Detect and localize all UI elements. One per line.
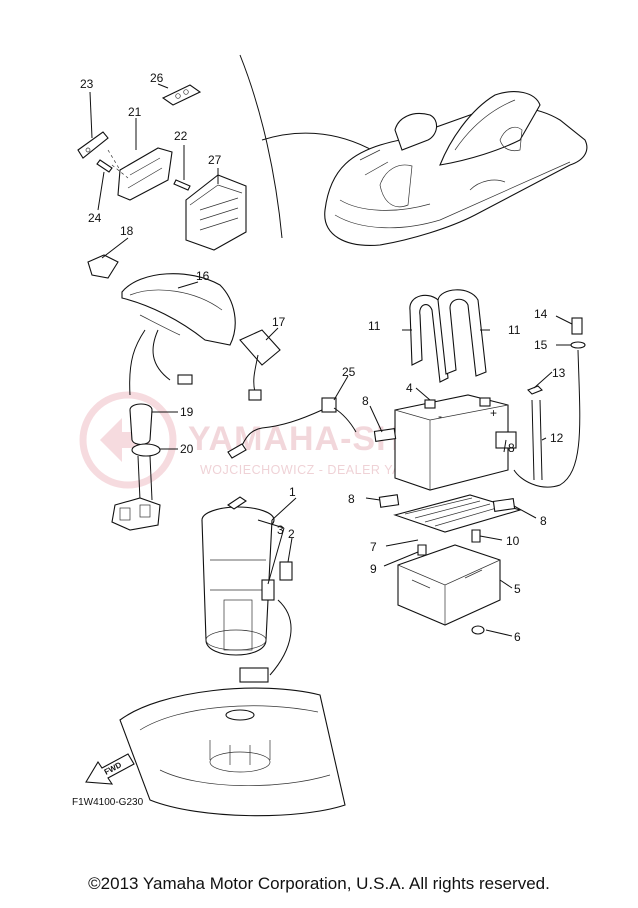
battery-plus: +	[490, 406, 497, 420]
part-21-bracket	[117, 147, 173, 201]
callout-11a: 11	[368, 319, 381, 333]
part-16-meter	[121, 273, 236, 346]
sensor-25	[227, 397, 357, 459]
callout-25: 25	[342, 365, 356, 379]
callout-7: 7	[370, 540, 377, 554]
part-10-bolt	[471, 529, 481, 543]
callout-8b: 8	[348, 492, 355, 506]
part-11-strap-b	[437, 289, 487, 377]
watermark-dealer: WOJCIECHOWICZ - DEALER YAMAHA	[200, 463, 439, 477]
callout-16: 16	[196, 269, 210, 283]
callout-10: 10	[506, 534, 520, 548]
meter-assembly	[87, 254, 281, 401]
callout-20: 20	[180, 442, 194, 456]
callout-8c: 8	[508, 441, 515, 455]
part-23-plate	[77, 131, 109, 159]
part-9-bolt	[417, 544, 427, 556]
part-11-strap-a	[409, 294, 449, 383]
part-20	[131, 443, 161, 457]
jetski-illustration	[324, 91, 588, 246]
part-18	[87, 254, 119, 279]
fwd-arrow: FWD	[85, 753, 135, 785]
battery-assembly	[373, 289, 586, 635]
callout-21: 21	[128, 105, 142, 119]
callout-8a: 8	[362, 394, 369, 408]
part-15	[570, 341, 586, 349]
part-4-battery	[394, 394, 509, 491]
copyright-footer: ©2013 Yamaha Motor Corporation, U.S.A. A…	[88, 874, 550, 893]
bracket-parts	[77, 84, 247, 251]
callout-27: 27	[208, 153, 222, 167]
part-17	[239, 329, 281, 366]
part-22-screw	[173, 179, 191, 191]
part-26-key	[161, 84, 202, 106]
callout-12: 12	[550, 431, 564, 445]
part-6-nut	[471, 625, 485, 635]
callout-19: 19	[180, 405, 194, 419]
callout-2: 2	[288, 527, 295, 541]
callout-24: 24	[88, 211, 102, 225]
grommet-harness	[111, 403, 161, 531]
leader-lines	[89, 83, 573, 637]
part-24-screw	[96, 159, 113, 173]
callout-11b: 11	[508, 323, 521, 337]
callout-15: 15	[534, 338, 548, 352]
callout-3: 3	[277, 523, 284, 537]
callout-4: 4	[406, 381, 413, 395]
callout-14: 14	[534, 307, 548, 321]
part-5-box	[397, 544, 501, 626]
part-19	[129, 403, 153, 446]
callout-13: 13	[552, 366, 566, 380]
callout-5: 5	[514, 582, 521, 596]
callout-8d: 8	[540, 514, 547, 528]
section-divider	[239, 54, 283, 239]
part-14	[571, 317, 583, 335]
diagram-code: F1W4100-G230	[72, 797, 144, 808]
callout-22: 22	[174, 129, 188, 143]
callout-9: 9	[370, 562, 377, 576]
callout-1: 1	[289, 485, 296, 499]
battery-minus: -	[438, 409, 442, 423]
callout-17: 17	[272, 315, 286, 329]
callout-18: 18	[120, 224, 134, 238]
callout-labels: 23 26 21 22 27 24 18 16 17 19 20 25 1 3 …	[80, 71, 566, 644]
callout-6: 6	[514, 630, 521, 644]
fuel-pump	[201, 496, 293, 683]
hull-base	[119, 687, 346, 817]
callout-26: 26	[150, 71, 164, 85]
callout-23: 23	[80, 77, 94, 91]
